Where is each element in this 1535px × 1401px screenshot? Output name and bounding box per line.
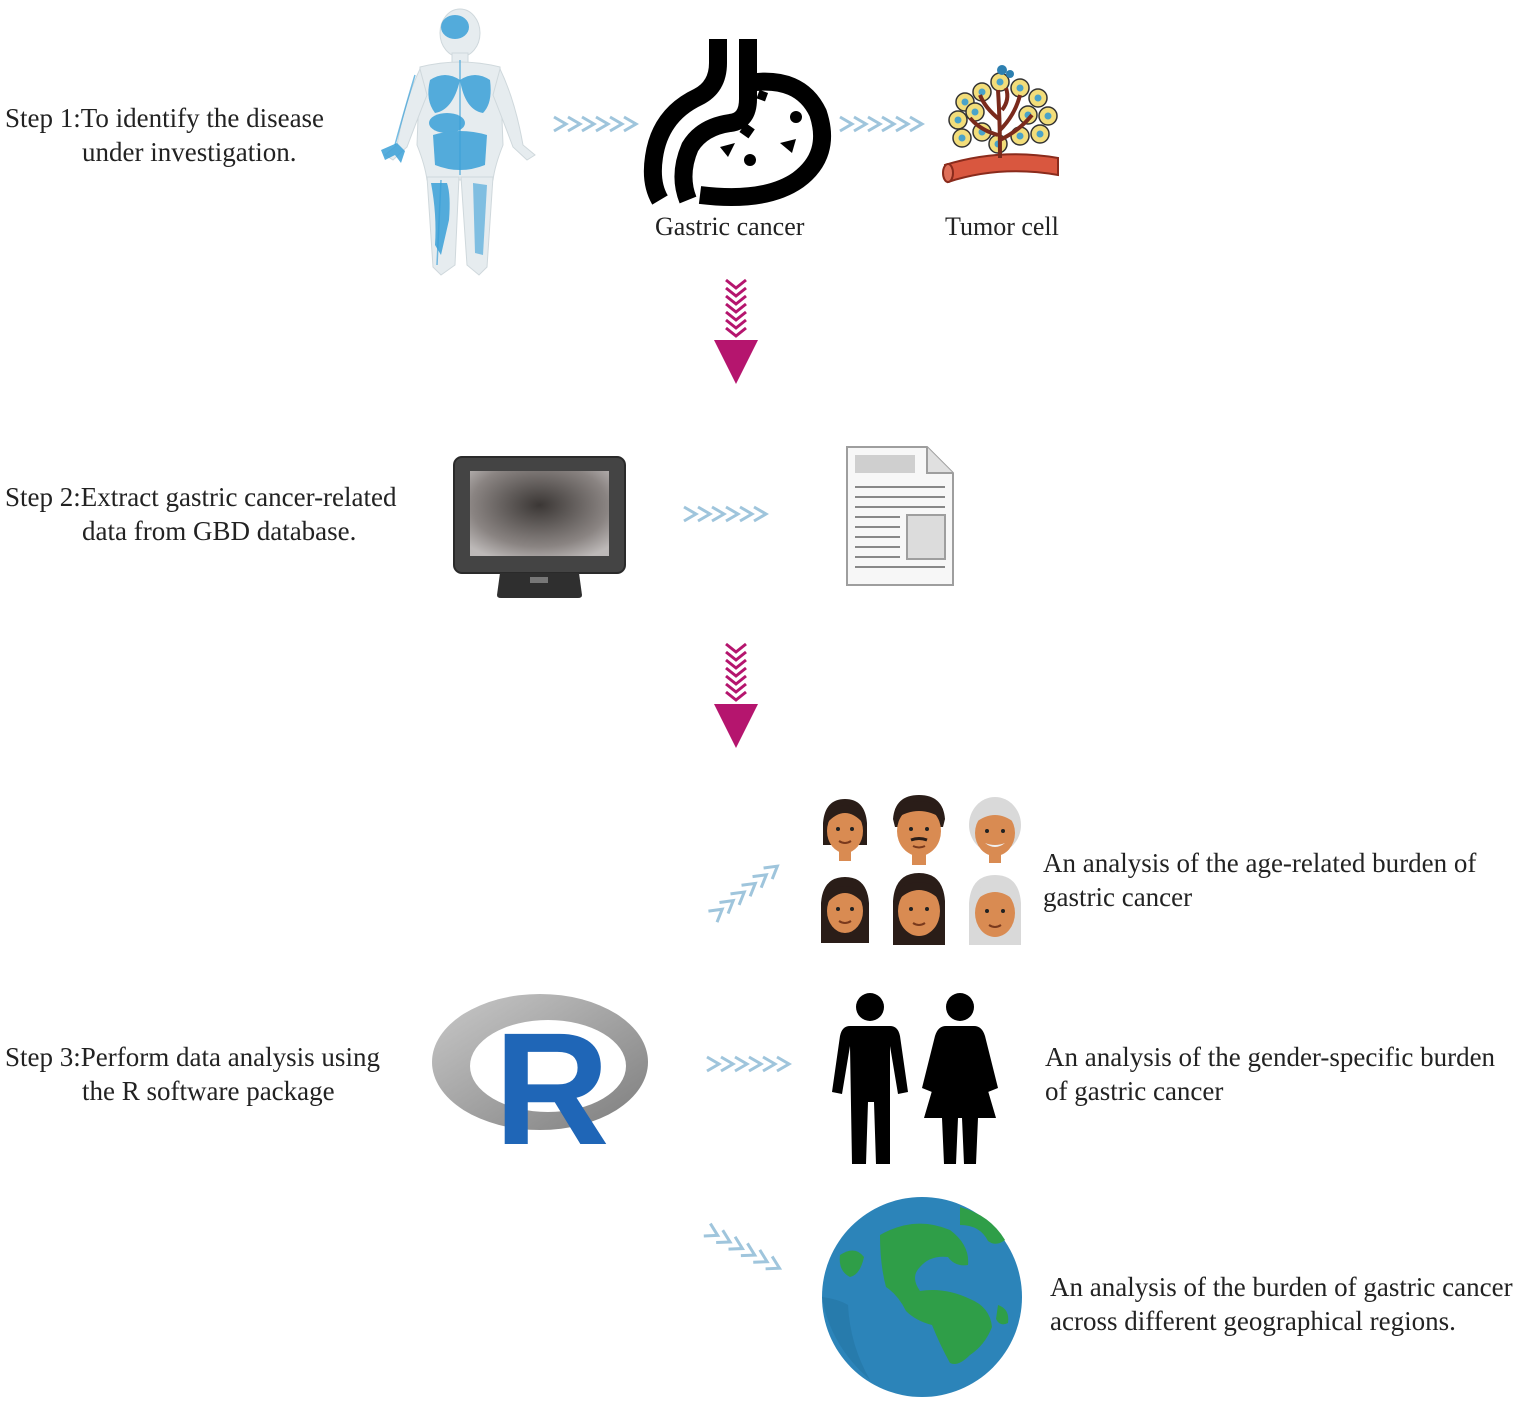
gender-analysis-line1: An analysis of the gender-specific burde… — [1045, 1042, 1496, 1072]
stomach-icon — [643, 39, 831, 207]
human-anatomy-icon — [381, 8, 536, 276]
age-analysis-text: An analysis of the age-related burden of… — [1043, 846, 1476, 914]
man-woman-icon — [832, 993, 998, 1164]
face-elderly-male-icon — [969, 797, 1021, 863]
step2-title: Step 2:Extract gastric cancer-related — [5, 482, 397, 512]
r-logo-letter: R — [494, 999, 610, 1178]
faces-icon — [821, 795, 1021, 945]
face-young-female-icon — [823, 799, 867, 861]
chevron-arrow-1 — [553, 115, 639, 133]
step1-subtitle: under investigation. — [82, 137, 297, 167]
monitor-icon — [453, 456, 626, 598]
face-adult-female-icon — [893, 873, 945, 945]
age-analysis-line1: An analysis of the age-related burden of — [1043, 848, 1477, 878]
geo-analysis-text: An analysis of the burden of gastric can… — [1050, 1270, 1513, 1338]
step2-subtitle: data from GBD database. — [82, 516, 357, 546]
down-arrow-1 — [714, 278, 758, 384]
step3-text: Step 3:Perform data analysis using the R… — [5, 1040, 380, 1108]
globe-icon — [822, 1197, 1022, 1397]
age-analysis-line2: gastric cancer — [1043, 882, 1193, 912]
gastric-cancer-label: Gastric cancer — [655, 212, 805, 241]
gender-analysis-line2: of gastric cancer — [1045, 1076, 1224, 1106]
step3-title: Step 3:Perform data analysis using — [5, 1042, 380, 1072]
face-female-longhair-icon — [821, 877, 869, 943]
face-young-male-icon — [893, 795, 945, 865]
tumor-cell-icon — [942, 65, 1059, 184]
step1-title: Step 1:To identify the disease — [5, 103, 325, 133]
r-logo-icon: R — [432, 994, 648, 1178]
down-arrow-2 — [714, 642, 758, 748]
step2-text: Step 2:Extract gastric cancer-related da… — [5, 480, 397, 548]
chevron-arrow-up-right — [708, 864, 780, 923]
step1-text: Step 1:To identify the disease under inv… — [5, 101, 324, 169]
document-icon — [846, 446, 954, 586]
chevron-arrow-2 — [839, 115, 925, 133]
geo-analysis-line2: across different geographical regions. — [1050, 1306, 1456, 1336]
chevron-arrow-down-right — [703, 1222, 783, 1271]
chevron-arrow-right — [706, 1055, 792, 1073]
geo-analysis-line1: An analysis of the burden of gastric can… — [1050, 1272, 1513, 1302]
chevron-arrow-3 — [683, 505, 769, 523]
tumor-cell-label: Tumor cell — [945, 212, 1059, 241]
step3-subtitle: the R software package — [82, 1076, 335, 1106]
gender-analysis-text: An analysis of the gender-specific burde… — [1045, 1040, 1495, 1108]
face-elderly-female-icon — [969, 875, 1021, 945]
